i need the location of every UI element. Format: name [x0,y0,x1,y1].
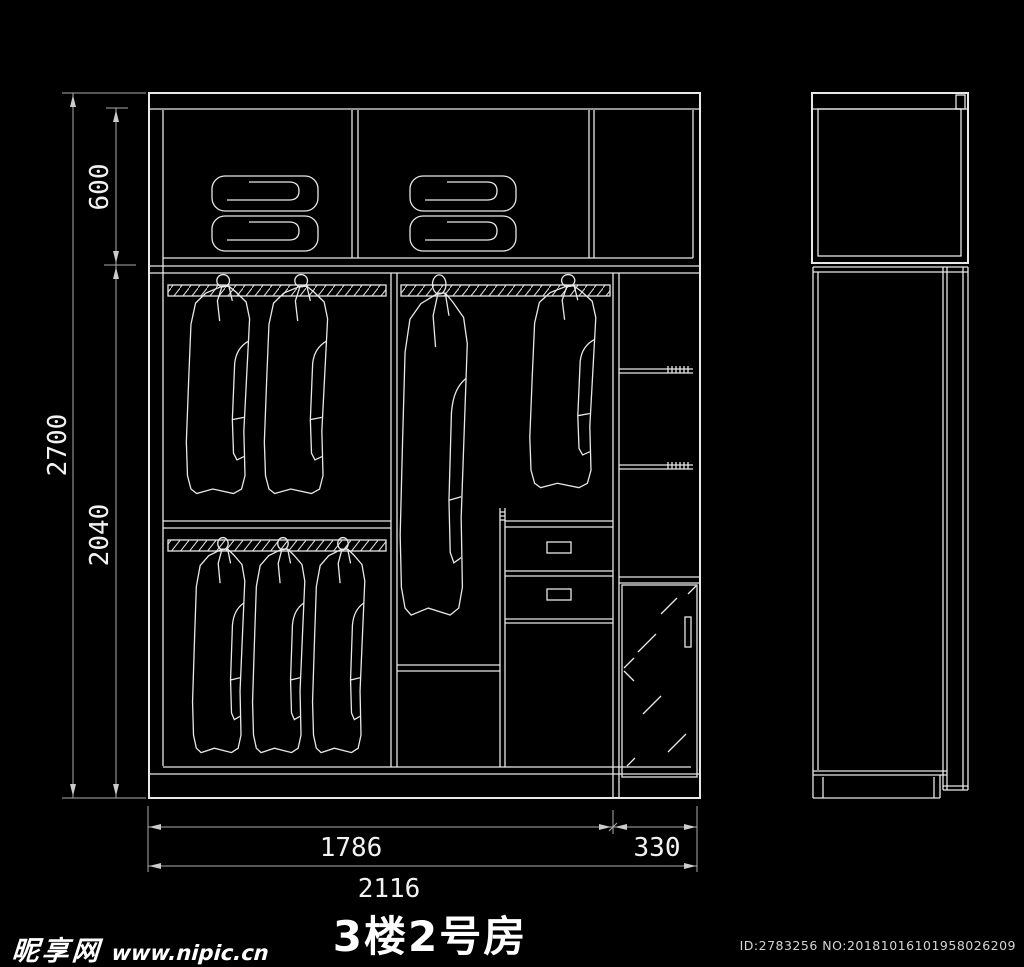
side-top-notch [955,94,966,110]
front-outline [148,92,701,799]
side-top-cabinet [811,92,969,264]
hanging-rod [400,284,611,297]
dim-label-1786: 1786 [320,833,383,863]
coat-icon [185,273,251,495]
dim-label-2116: 2116 [358,874,421,904]
dimension-arrows [70,95,696,869]
dim-line-1786-330 [148,822,697,832]
front-elevation [148,92,701,799]
long-coat-icon [399,273,469,617]
shirt-icon [251,536,306,754]
shirt-icon [191,536,246,754]
drawer-unit [546,541,572,601]
folded-blanket-icon [211,175,319,252]
watermark: 昵享网 www.nipic.cn [11,929,271,967]
dim-label-330: 330 [634,833,681,863]
shirt-icon [311,536,366,754]
dim-label-600: 600 [85,164,115,211]
hanging-rod [167,284,387,297]
hanging-rod [167,539,387,552]
folded-blanket-icon [409,175,517,252]
front-structure-lines [149,108,700,798]
footer-id-text: ID:2783256 NO:20181016101958026209 [739,938,1016,953]
drawer-handle [546,541,572,554]
extension-lines-left [62,92,146,799]
watermark-site-name: 昵享网 [10,936,103,967]
side-structure-lines [812,108,969,799]
watermark-site-url: www.nipic.cn [110,941,270,965]
shelf-pin-ticks [667,366,689,469]
dimension-labels: 600 2700 2040 1786 330 2116 [43,164,680,904]
dimension-lines [62,92,698,872]
coat-icon [529,273,597,489]
coat-icon [263,273,329,495]
side-elevation [811,92,969,799]
drawer-handle [546,588,572,601]
dim-label-2040: 2040 [85,504,115,567]
dim-label-2700: 2700 [43,414,73,477]
mirror-glass-marks [623,585,697,767]
drawing-title: 3楼2号房 [332,912,528,961]
mirror-door [621,584,698,778]
side-top-cabinet-inner [817,108,962,257]
extension-lines-bottom [147,806,698,872]
mirror-handle-icon [684,616,692,648]
